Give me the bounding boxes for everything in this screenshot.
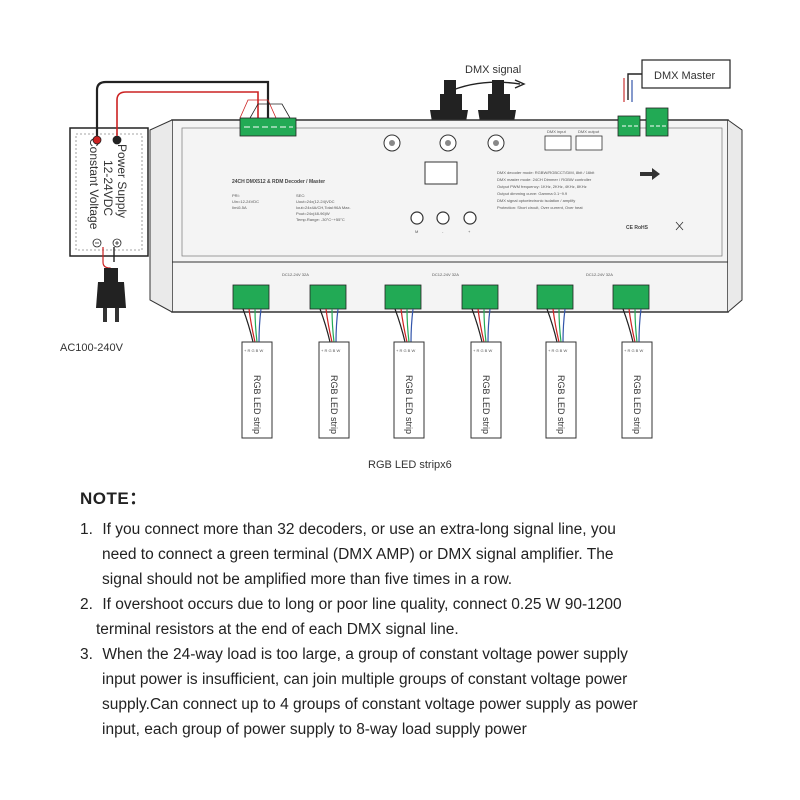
port-label-in: DMX input [547,129,567,134]
sec-line-5: Temp.Range: -30°C~+55°C [296,217,345,222]
wiring-diagram: DMX signal DMX Master Power Supply 12-24… [60,59,743,471]
dmx-signal-arrow [447,81,521,93]
note-3-line-3: supply.Can connect up to 4 groups of con… [80,692,780,717]
note-2-line-2: terminal resistors at the end of each DM… [80,617,780,642]
lcd-display [424,161,458,185]
note-1-text-1: If you connect more than 32 decoders, or… [102,521,616,538]
note-1-line-3: signal should not be amplified more than… [80,567,780,592]
led-strip-label-2: RGB LED strip [329,375,339,434]
led-strip-pins-5: + R G B W [548,348,567,353]
note-3-text-4: input, each group of power supply to 8-w… [102,721,527,738]
info-line-6: Protection: Short circuit, Over current,… [497,205,583,210]
led-strip-3: + R G B W RGB LED strip [393,341,425,439]
button-m [410,211,424,225]
led-strip-pins-3: + R G B W [396,348,415,353]
led-strip-pins-6: + R G B W [624,348,643,353]
info-line-3: Output PWM frequency: 1KHz, 2KHz, 4KHz, … [497,184,587,189]
led-strip-label-4: RGB LED strip [481,375,491,434]
button-minus [436,211,450,225]
note-3-text-1: When the 24-way load is too large, a gro… [102,646,628,663]
info-line-4: Output dimming curve: Gamma 0.1~9.9 [497,191,568,196]
note-2-number: 2. [80,596,93,613]
note-1-text-2: need to connect a green terminal (DMX AM… [102,546,614,563]
notes-title: NOTE： [80,489,147,508]
note-2-line-1: 2. If overshoot occurs due to long or po… [80,592,780,617]
led-strip-label-3: RGB LED strip [404,375,414,434]
ac-input-label: AC100-240V [60,342,124,354]
rj45-input [544,135,572,151]
ps-negative-terminal [112,135,122,145]
note-3-line-2: input power is insufficient, can join mu… [80,667,780,692]
pri-line-1: PRI: [232,193,240,198]
notes-list: 1. If you connect more than 32 decoders,… [80,517,780,742]
pri-line-2: Uin=12-24VDC [232,199,259,204]
button-plus-label: + [468,229,471,234]
output-terminals [232,284,650,310]
ps-label-3: Constant Voltage [87,138,101,230]
notes-section: NOTE： 1. If you connect more than 32 dec… [80,484,780,742]
sec-line-4: Pout=24x(48-96)W [296,211,330,216]
led-strip-label-6: RGB LED strip [632,375,642,434]
dmx-plug-output [478,80,516,122]
note-1-line-2: need to connect a green terminal (DMX AM… [80,542,780,567]
dmx-master-label: DMX Master [654,70,715,82]
button-m-label: M [415,229,418,234]
note-3-line-1: 3. When the 24-way load is too large, a … [80,642,780,667]
note-3-text-3: supply.Can connect up to 4 groups of con… [102,696,638,713]
button-plus [463,211,477,225]
info-line-5: DMX signal optoelectronic isolation / am… [497,198,575,203]
sec-line-1: SEC: [296,193,305,198]
led-strip-2: + R G B W RGB LED strip [318,341,350,439]
rj45-output [575,135,603,151]
button-minus-label: - [442,229,444,234]
group-label-3: DC12-24V 32A [586,272,613,277]
note-1-line-1: 1. If you connect more than 32 decoders,… [80,517,780,542]
led-strip-label-5: RGB LED strip [556,375,566,434]
info-line-1: DMX decoder mode: RGBW/RGBCCT/DIM, 8bit … [497,170,595,175]
led-strip-pins-4: + R G B W [473,348,492,353]
ps-label-2: 12-24VDC [101,160,115,216]
dmx-plug-input [430,80,468,122]
group-label-1: DC12-24V 32A [282,272,309,277]
strip-wires [242,308,642,343]
port-label-out: DMX output [578,129,600,134]
led-strip-5: + R G B W RGB LED strip [545,341,577,439]
arrow-icon [640,168,660,180]
info-line-2: DMX master mode: 24CH Dimmer / RGBW cont… [497,177,592,182]
ac-plug [96,247,126,322]
dmx-signal-label: DMX signal [465,64,521,76]
led-strip-1: + R G B W RGB LED strip [241,341,273,439]
power-supply: Power Supply 12-24VDC Constant Voltage [69,127,149,257]
led-strip-4: + R G B W RGB LED strip [470,341,502,439]
cert-marks: CE RoHS [626,225,649,231]
led-strip-pins-1: + R G B W [244,348,263,353]
decoder-device: 24CH DMX512 & RDM Decoder / Master PRI: … [149,107,743,313]
led-strip-pins-2: + R G B W [321,348,340,353]
led-strip-6: + R G B W RGB LED strip [621,341,653,439]
weee-icon [675,221,684,231]
ps-label-1: Power Supply [115,144,129,218]
ps-positive-terminal [92,135,102,145]
note-2-text-1: If overshoot occurs due to long or poor … [102,596,622,613]
group-label-2: DC12-24V 32A [432,272,459,277]
note-2-text-2: terminal resistors at the end of each DM… [96,621,459,638]
strips-caption: RGB LED stripx6 [368,459,452,471]
note-3-text-2: input power is insufficient, can join mu… [102,671,628,688]
pri-line-3: Iin≤6.5A [232,205,247,210]
sec-line-3: Iout=24x4A/CH,Total:96A Max. [296,205,351,210]
led-strip-label-1: RGB LED strip [252,375,262,434]
sec-line-2: Uout=24x(12-24)VDC [296,199,335,204]
note-3-number: 3. [80,646,93,663]
note-1-number: 1. [80,521,93,538]
note-3-line-4: input, each group of power supply to 8-w… [80,717,780,742]
device-title: 24CH DMX512 & RDM Decoder / Master [232,179,325,185]
note-1-text-3: signal should not be amplified more than… [102,571,513,588]
